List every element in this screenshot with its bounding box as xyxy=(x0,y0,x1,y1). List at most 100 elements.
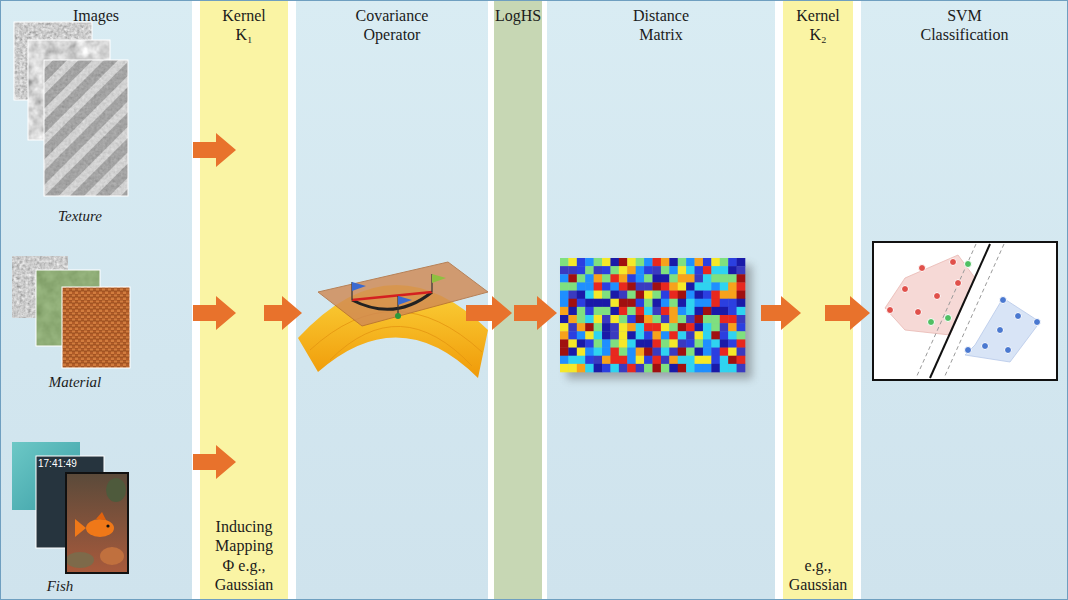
matrix-cell xyxy=(636,299,645,307)
matrix-cell xyxy=(636,258,645,266)
manifold-figure-part xyxy=(352,282,366,291)
column-heading: Kernel K₁ xyxy=(215,6,273,44)
matrix-cell xyxy=(585,315,594,323)
matrix-cell xyxy=(720,291,729,299)
matrix-cell xyxy=(636,364,645,372)
matrix-cell xyxy=(594,258,603,266)
manifold-figure-part xyxy=(351,282,352,300)
matrix-cell xyxy=(577,364,586,372)
matrix-cell xyxy=(577,266,586,274)
matrix-cell xyxy=(695,356,704,364)
svm-plot-part-part xyxy=(965,347,972,354)
matrix-cell xyxy=(678,291,687,299)
matrix-cell xyxy=(610,331,619,339)
matrix-cell xyxy=(602,331,611,339)
fish-images-part xyxy=(86,519,114,537)
matrix-cell xyxy=(627,258,636,266)
svm-plot-part-part xyxy=(965,261,972,268)
image-panel: ImagesTextureMaterialFish xyxy=(0,0,192,600)
flow-arrow xyxy=(193,133,236,167)
matrix-cell xyxy=(661,266,670,274)
matrix-cell xyxy=(720,356,729,364)
matrix-cell xyxy=(568,258,577,266)
matrix-cell xyxy=(695,339,704,347)
matrix-cell xyxy=(720,274,729,282)
matrix-cell xyxy=(737,266,746,274)
matrix-cell xyxy=(619,307,628,315)
manifold-figure-part xyxy=(431,274,432,292)
matrix-cell xyxy=(720,315,729,323)
matrix-cell xyxy=(669,299,678,307)
matrix-cell xyxy=(577,307,586,315)
matrix-cell xyxy=(728,282,737,290)
matrix-cell xyxy=(644,339,653,347)
manifold-figure xyxy=(298,262,488,378)
matrix-cell xyxy=(678,356,687,364)
matrix-cell xyxy=(711,364,720,372)
svm-plot-part xyxy=(944,244,1004,378)
matrix-cell xyxy=(703,348,712,356)
matrix-cell xyxy=(686,339,695,347)
matrix-cell xyxy=(720,307,729,315)
svm-plot-part-part xyxy=(887,307,894,314)
matrix-cell xyxy=(695,348,704,356)
flow-arrow xyxy=(264,296,302,330)
matrix-cell xyxy=(577,282,586,290)
matrix-cell xyxy=(678,348,687,356)
matrix-cell xyxy=(678,307,687,315)
matrix-cell xyxy=(703,315,712,323)
matrix-cell xyxy=(627,323,636,331)
matrix-cell xyxy=(669,307,678,315)
matrix-cell xyxy=(619,364,628,372)
matrix-cell xyxy=(602,258,611,266)
matrix-cell xyxy=(728,364,737,372)
matrix-cell xyxy=(619,258,628,266)
matrix-cell xyxy=(560,291,569,299)
matrix-cell xyxy=(728,323,737,331)
kernel-note: Inducing Mapping Φ e.g., Gaussian xyxy=(212,517,276,594)
matrix-cell xyxy=(585,258,594,266)
matrix-cell xyxy=(627,266,636,274)
matrix-cell xyxy=(560,266,569,274)
matrix-cell xyxy=(636,348,645,356)
matrix-cell xyxy=(737,348,746,356)
svm-plot-part xyxy=(965,297,1041,354)
matrix-cell xyxy=(653,331,662,339)
matrix-cell xyxy=(568,364,577,372)
svm-plot-part xyxy=(928,261,972,326)
matrix-cell xyxy=(644,331,653,339)
matrix-cell xyxy=(695,323,704,331)
matrix-cell xyxy=(602,339,611,347)
matrix-cell xyxy=(737,339,746,347)
matrix-cell xyxy=(669,364,678,372)
matrix-cell xyxy=(711,315,720,323)
operator-panel: Covariance Operator xyxy=(296,0,488,600)
matrix-cell xyxy=(678,364,687,372)
matrix-cell xyxy=(711,258,720,266)
texture-images-part xyxy=(14,22,92,100)
matrix-cell xyxy=(711,356,720,364)
matrix-cell xyxy=(577,331,586,339)
fish-images-part xyxy=(36,456,104,548)
matrix-cell xyxy=(695,282,704,290)
matrix-cell xyxy=(560,307,569,315)
matrix-cell xyxy=(695,274,704,282)
matrix-cell xyxy=(703,364,712,372)
matrix-cell xyxy=(737,258,746,266)
matrix-cell xyxy=(636,331,645,339)
matrix-cell xyxy=(602,266,611,274)
matrix-cell xyxy=(661,364,670,372)
fish-images-part xyxy=(66,552,94,568)
matrix-cell xyxy=(728,266,737,274)
matrix-cell xyxy=(720,331,729,339)
kernel-band: Kernel K₁ Inducing Mapping Φ e.g., Gaussi… xyxy=(200,0,288,600)
matrix-cell xyxy=(720,258,729,266)
matrix-cell xyxy=(577,348,586,356)
matrix-cell xyxy=(720,282,729,290)
matrix-cell xyxy=(661,339,670,347)
svm-plot-part-part xyxy=(1000,297,1007,304)
matrix-cell xyxy=(669,266,678,274)
matrix-cell xyxy=(644,323,653,331)
